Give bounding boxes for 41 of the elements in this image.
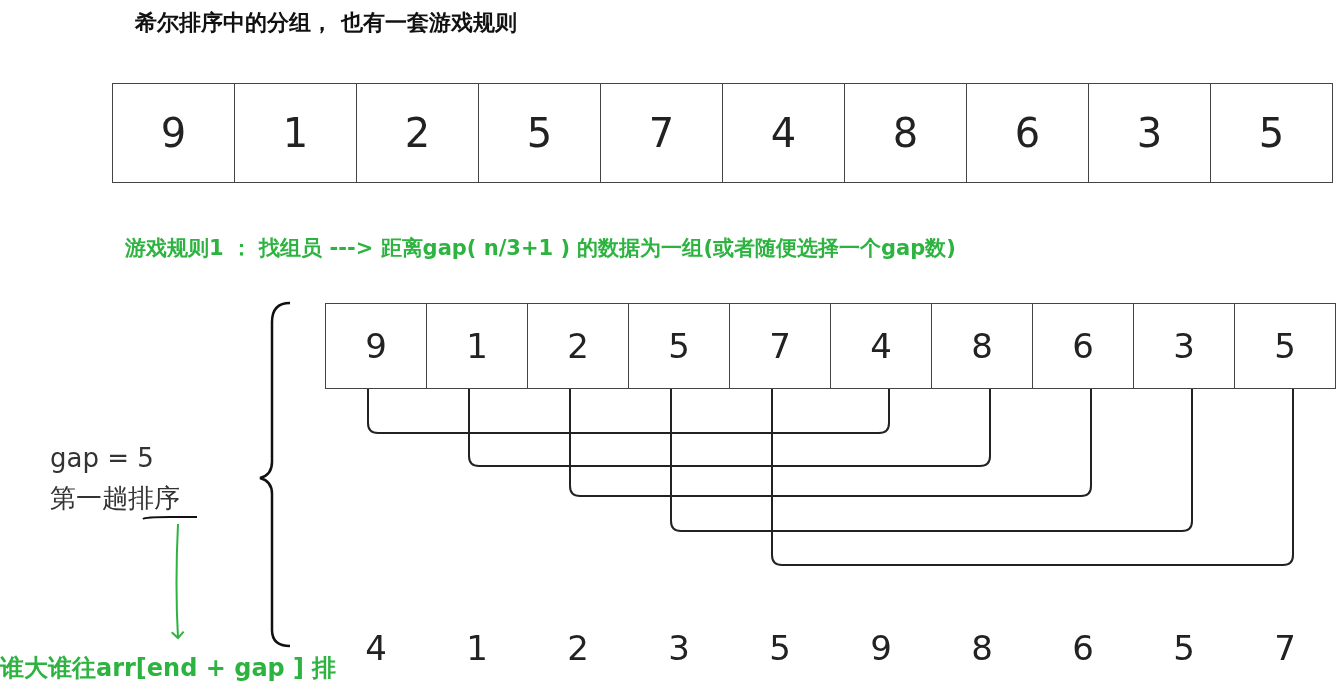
value-label: 5 xyxy=(1172,628,1196,668)
value-label: 9 xyxy=(869,628,893,668)
array-cell: 3 xyxy=(1088,83,1211,183)
value-label: 4 xyxy=(364,628,388,668)
array-cell: 4 xyxy=(722,83,845,183)
value-label: 1 xyxy=(465,628,489,668)
value-label: 5 xyxy=(768,628,792,668)
array-cell: 8 xyxy=(931,303,1033,389)
rule-text: 游戏规则1 ： 找组员 ---> 距离gap( n/3+1 ) 的数据为一组(或者随便选择一个gap数) xyxy=(125,235,956,262)
bracket-line xyxy=(670,388,1193,532)
note-text: 谁大谁往arr[end + gap ] 排 xyxy=(0,652,337,684)
array-cell: 4 xyxy=(830,303,932,389)
bracket-line xyxy=(569,388,1092,497)
note-text: gap = 5 xyxy=(50,442,155,475)
arrow xyxy=(170,523,185,639)
array-cell: 6 xyxy=(966,83,1089,183)
array-cell: 5 xyxy=(628,303,730,389)
array-cell: 2 xyxy=(356,83,479,183)
value-label: 7 xyxy=(1273,628,1297,668)
array-cell: 1 xyxy=(234,83,357,183)
bracket-line xyxy=(367,388,890,434)
value-label: 6 xyxy=(1071,628,1095,668)
bracket-line xyxy=(468,388,991,467)
array-cell: 9 xyxy=(325,303,427,389)
array-cell: 2 xyxy=(527,303,629,389)
array-cell: 9 xyxy=(112,83,235,183)
heading: 希尔排序中的分组， 也有一套游戏规则 xyxy=(135,9,517,37)
array-cell: 5 xyxy=(1210,83,1333,183)
array-cell: 5 xyxy=(1234,303,1336,389)
value-label: 2 xyxy=(566,628,590,668)
array-cell: 8 xyxy=(844,83,967,183)
array-cell: 7 xyxy=(600,83,723,183)
array-cell: 6 xyxy=(1032,303,1134,389)
value-label: 3 xyxy=(667,628,691,668)
value-label: 8 xyxy=(970,628,994,668)
array-cell: 3 xyxy=(1133,303,1235,389)
bracket-line xyxy=(771,388,1294,566)
array-cell: 1 xyxy=(426,303,528,389)
array-cell: 5 xyxy=(478,83,601,183)
array-cell: 7 xyxy=(729,303,831,389)
note-text: 第一趟排序 xyxy=(50,482,180,515)
